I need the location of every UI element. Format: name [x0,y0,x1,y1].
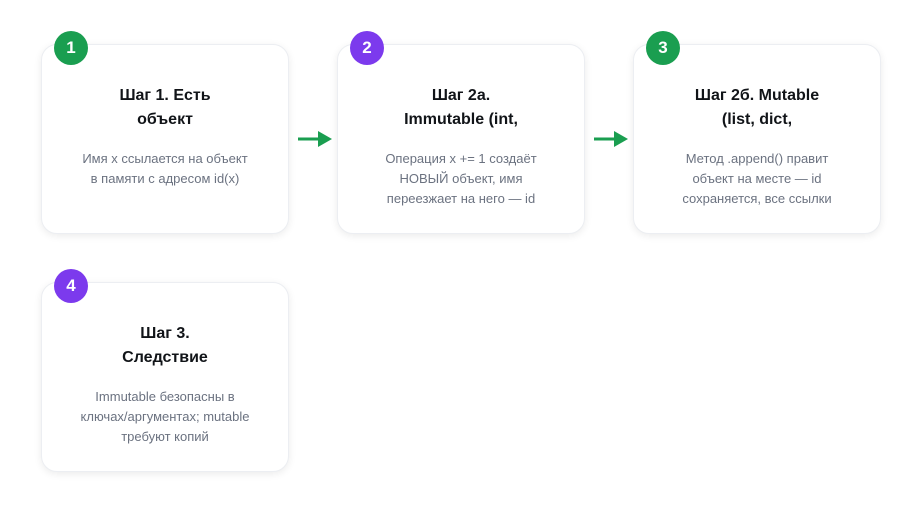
step-title-line: Следствие [122,349,208,366]
step-description-line: объект на месте — id [692,171,822,186]
step-title-line: (list, dict, [721,111,793,128]
step-card-3: 3 Шаг 2б. Mutable (list, dict, Метод .ap… [633,31,881,234]
step-description-line: сохраняется, все ссылки [682,191,832,206]
step-description-line: ключах/аргументах; mutable [80,409,250,424]
step-number-badge: 1 [54,31,88,65]
step-card-2: 2 Шаг 2a. Immutable (int, Операция x += … [337,31,585,234]
step-card-1: 1 Шаг 1. Есть объект Имя x ссылается на … [41,31,289,234]
arrow-right-icon [594,131,628,147]
step-title-line: Шаг 1. Есть [119,87,211,104]
step-title: Шаг 1. Есть объект [58,84,272,132]
step-description-line: Immutable безопасны в [95,389,235,404]
arrow-right-icon [298,131,332,147]
step-description-line: переезжает на него — id [386,191,536,206]
step-description-line: Метод .append() правит [685,151,829,166]
step-title-line: Immutable (int, [404,111,518,128]
step-description-line: в памяти с адресом id(x) [90,171,240,186]
step-title-line: Шаг 2a. [431,87,491,104]
step-title-line: Шаг 2б. Mutable [694,87,820,104]
step-title: Шаг 2б. Mutable (list, dict, [650,84,864,132]
step-description-line: Имя x ссылается на объект [82,151,248,166]
step-description-line: НОВЫЙ объект, имя [399,171,523,186]
step-description: Immutable безопасны в ключах/аргументах;… [68,387,262,447]
step-description-line: Операция x += 1 создаёт [385,151,537,166]
step-description: Метод .append() правит объект на месте —… [660,149,854,209]
step-number-badge: 4 [54,269,88,303]
step-description: Имя x ссылается на объект в памяти с адр… [68,149,262,189]
step-number-badge: 2 [350,31,384,65]
step-title-line: объект [137,111,193,128]
step-title: Шаг 2a. Immutable (int, [354,84,568,132]
step-description: Операция x += 1 создаёт НОВЫЙ объект, им… [364,149,558,209]
step-description-line: требуют копий [121,429,209,444]
step-card-4: 4 Шаг 3. Следствие Immutable безопасны в… [41,269,289,472]
step-number-badge: 3 [646,31,680,65]
step-title-line: Шаг 3. [140,325,190,342]
step-title: Шаг 3. Следствие [58,322,272,370]
